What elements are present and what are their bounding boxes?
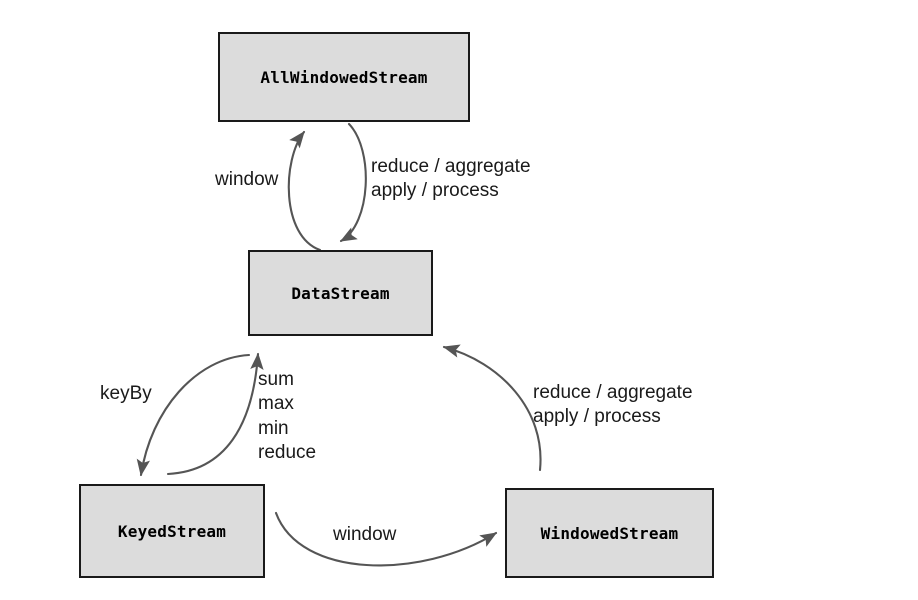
edge-label-windowed-reduce-line-1: reduce / aggregate [533, 382, 693, 403]
edge-path-allwindowed-reduce [339, 122, 367, 243]
node-label-all-windowed-stream: AllWindowedStream [260, 67, 428, 87]
edge-label-aggregations-line-1: sum [258, 369, 294, 390]
node-label-keyed-stream: KeyedStream [117, 521, 227, 541]
edge-label-allwindowed-reduce-line-2: apply / process [371, 180, 499, 202]
edge-label-windowed-reduce-line-2: apply / process [533, 406, 661, 428]
node-label-windowed-stream: WindowedStream [540, 523, 679, 543]
edge-label-aggregations: sum max min reduce [258, 368, 316, 465]
edge-label-aggregations-line-2: max [258, 393, 294, 415]
edge-path-window-keyed [274, 511, 498, 567]
edge-path-windowed-reduce [442, 344, 542, 472]
edge-label-windowed-reduce: reduce / aggregate apply / process [533, 381, 693, 430]
edge-path-window-all [287, 130, 322, 252]
edge-label-allwindowed-reduce: reduce / aggregate apply / process [371, 155, 531, 204]
edge-label-window-keyed: window [333, 523, 396, 547]
node-keyed-stream[interactable]: KeyedStream [79, 484, 265, 578]
edge-label-window-all: window [215, 168, 278, 192]
node-data-stream[interactable]: DataStream [248, 250, 433, 336]
edge-label-window-all-line-1: window [215, 169, 279, 190]
edge-label-aggregations-line-4: reduce [258, 441, 317, 463]
edge-label-aggregations-line-3: min [258, 417, 289, 439]
node-windowed-stream[interactable]: WindowedStream [505, 488, 714, 578]
edge-label-keyby-line-1: keyBy [100, 383, 152, 404]
node-label-data-stream: DataStream [291, 283, 390, 303]
edge-label-allwindowed-reduce-line-1: reduce / aggregate [371, 156, 531, 177]
edge-label-window-keyed-line-1: window [333, 524, 397, 545]
edge-path-aggregations [166, 352, 264, 476]
edge-label-keyby: keyBy [100, 382, 152, 406]
edge-path-keyby [136, 353, 251, 477]
node-all-windowed-stream[interactable]: AllWindowedStream [218, 32, 470, 122]
